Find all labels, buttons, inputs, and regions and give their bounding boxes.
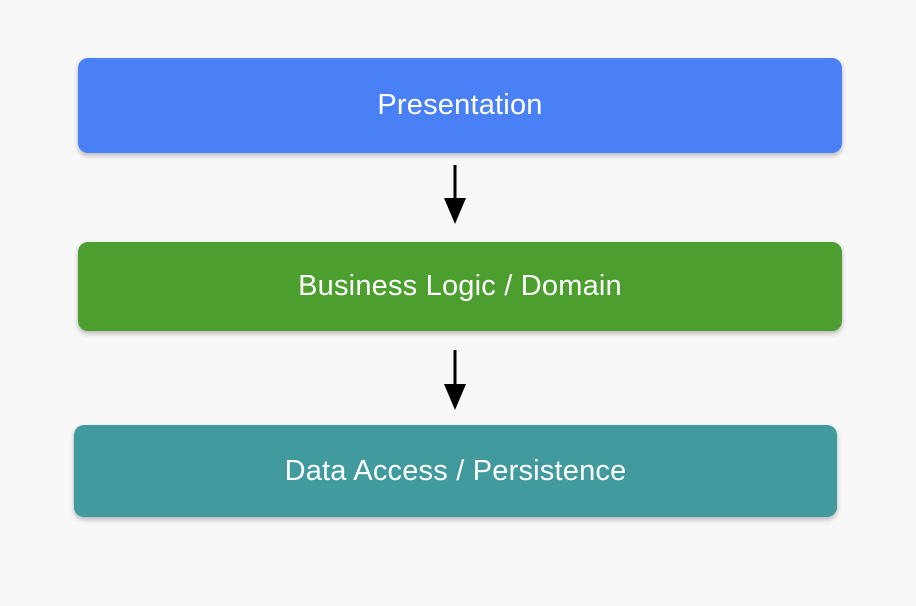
- arrow-head-icon: [444, 384, 466, 410]
- layer-label-presentation: Presentation: [377, 89, 543, 121]
- layer-box-presentation[interactable]: Presentation: [78, 58, 842, 153]
- layer-box-business-logic[interactable]: Business Logic / Domain: [78, 242, 842, 331]
- layer-box-data-access[interactable]: Data Access / Persistence: [74, 425, 837, 517]
- layer-label-business-logic: Business Logic / Domain: [298, 270, 622, 302]
- layer-label-data-access: Data Access / Persistence: [284, 454, 627, 487]
- arrow-head-icon: [444, 198, 466, 224]
